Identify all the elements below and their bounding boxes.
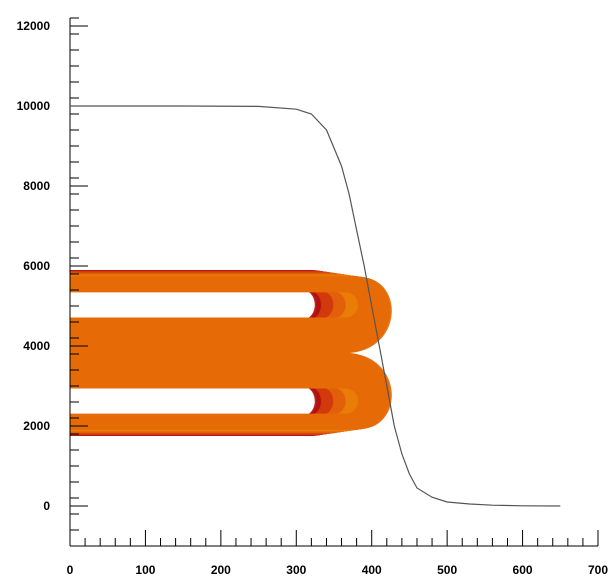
x-tick-label: 0	[67, 563, 74, 577]
band-layers	[70, 270, 392, 436]
series-group	[70, 105, 561, 507]
axes: 0 2000 4000 6000 8000 10000 12000 0 100 200 300 400…	[17, 17, 608, 577]
x-tick-label: 700	[588, 563, 608, 577]
x-tick-label: 400	[362, 563, 382, 577]
y-tick-label: 8000	[23, 179, 50, 193]
y-tick-label: 4000	[23, 339, 50, 353]
x-tick-label: 500	[437, 563, 457, 577]
y-tick-label: 0	[43, 499, 50, 513]
y-tick-label: 12000	[17, 19, 51, 33]
x-tick-label: 200	[211, 563, 231, 577]
y-tick-label: 6000	[23, 259, 50, 273]
y-tick-label: 10000	[17, 99, 51, 113]
x-tick-label: 100	[135, 563, 155, 577]
x-tick-label: 600	[513, 563, 533, 577]
x-tick-label: 300	[286, 563, 306, 577]
y-tick-label: 2000	[23, 419, 50, 433]
series-line	[70, 105, 561, 507]
band-layer	[70, 276, 392, 430]
